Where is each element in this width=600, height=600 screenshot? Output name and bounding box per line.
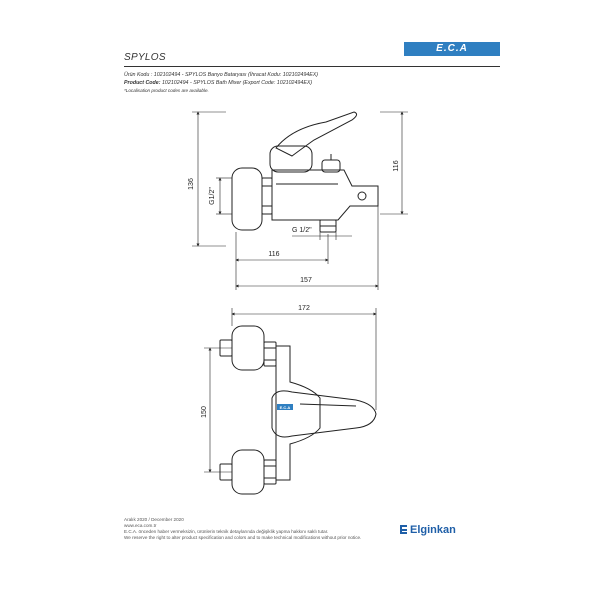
side-handle-cartridge <box>269 145 313 173</box>
dim-width-top: 172 <box>298 305 310 312</box>
product-code-en: Product Code: 102102494 - SPYLOS Bath Mi… <box>124 80 312 86</box>
localisation-note: *Localisation product codes are availabl… <box>124 88 209 93</box>
top-lever-handle <box>271 390 377 438</box>
product-code-tr-label: Ürün Kodu <box>124 72 150 78</box>
elginkan-logo-icon <box>400 525 408 534</box>
dim-thread-left: G1/2" <box>209 187 216 205</box>
dim-spacing: 150 <box>201 406 208 418</box>
footer-date: Aralık 2020 / December 2020 <box>124 517 184 522</box>
product-title: SPYLOS <box>124 52 166 63</box>
side-wall-flange <box>231 167 263 231</box>
footer-legal-en: We reserve the right to alter product sp… <box>124 535 362 540</box>
top-flange-upper <box>231 325 265 371</box>
product-code-en-value: 102102494 - SPYLOS Bath Mixer (Export Co… <box>161 80 313 86</box>
elginkan-brand-text: Elginkan <box>410 524 456 536</box>
dim-height-right: 116 <box>393 160 400 171</box>
handle-logo-text: E.C.A <box>280 405 291 410</box>
top-mixer-body <box>275 345 321 481</box>
top-flange-lower <box>231 449 265 495</box>
top-nut-lower <box>263 459 277 485</box>
elginkan-brand: Elginkan <box>400 524 456 536</box>
top-view <box>204 308 377 495</box>
side-inlet-nut <box>261 177 273 215</box>
footer-legal-tr: E.C.A. önceden haber vermeksizin, ürünle… <box>124 529 329 534</box>
side-mixer-body <box>271 169 379 221</box>
header-divider <box>124 66 500 67</box>
product-code-tr: Ürün Kodu : 102102494 - SPYLOS Banyo Bat… <box>124 72 318 78</box>
eca-logo: E.C.A <box>404 42 500 56</box>
dim-thread-bottom: G 1/2" <box>292 227 312 234</box>
product-code-en-label: Product Code: <box>124 80 161 86</box>
footer-website: www.eca.com.tr <box>124 523 157 528</box>
top-nut-upper <box>263 341 277 367</box>
product-code-tr-value: : 102102494 - SPYLOS Banyo Bataryası (İh… <box>150 72 319 78</box>
dim-width-inner: 116 <box>268 251 279 258</box>
side-lever-handle <box>275 111 358 157</box>
side-view <box>192 111 408 290</box>
dim-height-total: 136 <box>188 178 195 190</box>
handle-logo-badge <box>277 404 293 410</box>
dim-width-outer: 157 <box>300 277 312 284</box>
